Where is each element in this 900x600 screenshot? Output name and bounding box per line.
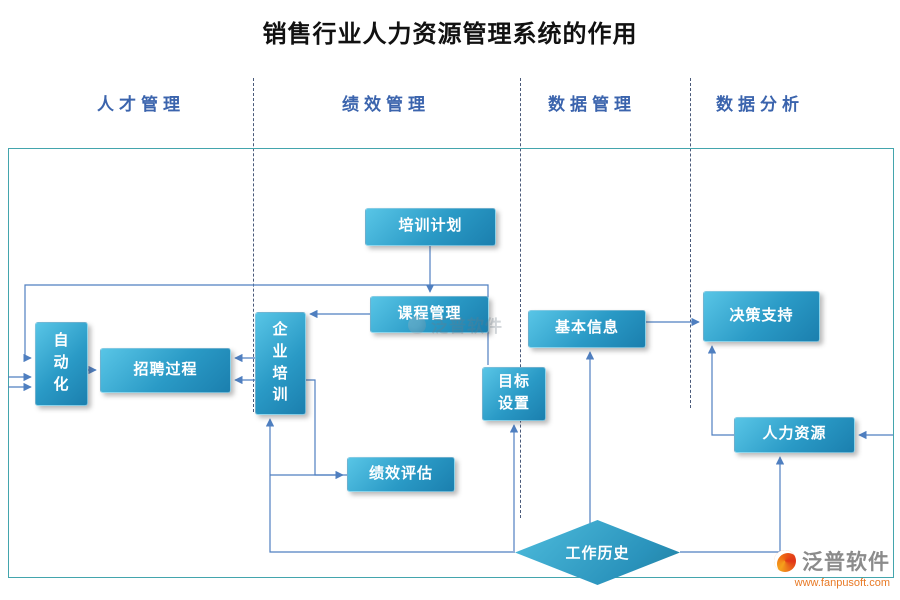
node-automation: 自动化: [35, 322, 88, 406]
column-divider-3: [690, 78, 691, 408]
node-human-resources: 人力资源: [734, 417, 855, 453]
connector-history-to-enterprisetraining: [265, 418, 515, 553]
connector-history-to-hr: [680, 456, 785, 553]
column-header-talent-management: 人才管理: [97, 95, 185, 114]
brand-block: 泛普软件 www.fanpusoft.com: [774, 546, 890, 589]
node-recruitment-process: 招聘过程: [100, 348, 231, 393]
column-divider-2: [520, 78, 521, 518]
connector-hr-to-decision: [707, 345, 734, 436]
column-divider-1: [253, 78, 254, 412]
column-header-data-analysis: 数据分析: [716, 95, 804, 114]
brand-name: 泛普软件: [802, 550, 890, 574]
node-decision-support: 决策支持: [703, 291, 820, 342]
column-header-data-management: 数据管理: [548, 95, 636, 114]
node-basic-info: 基本信息: [528, 310, 646, 348]
node-course-management: 课程管理: [370, 296, 489, 333]
node-enterprise-training: 企业培训: [255, 312, 306, 415]
node-training-plan: 培训计划: [365, 208, 496, 246]
column-header-performance-management: 绩效管理: [342, 95, 430, 114]
page-title: 销售行业人力资源管理系统的作用: [262, 22, 638, 48]
work-history-label: 工作历史: [565, 546, 630, 562]
brand-url-link[interactable]: www.fanpusoft.com: [794, 577, 890, 589]
node-goal-setting: 目标设置: [482, 367, 546, 421]
node-performance-review: 绩效评估: [347, 457, 455, 492]
fanpu-logo-icon: [774, 550, 796, 572]
outer-frame: [8, 148, 894, 578]
